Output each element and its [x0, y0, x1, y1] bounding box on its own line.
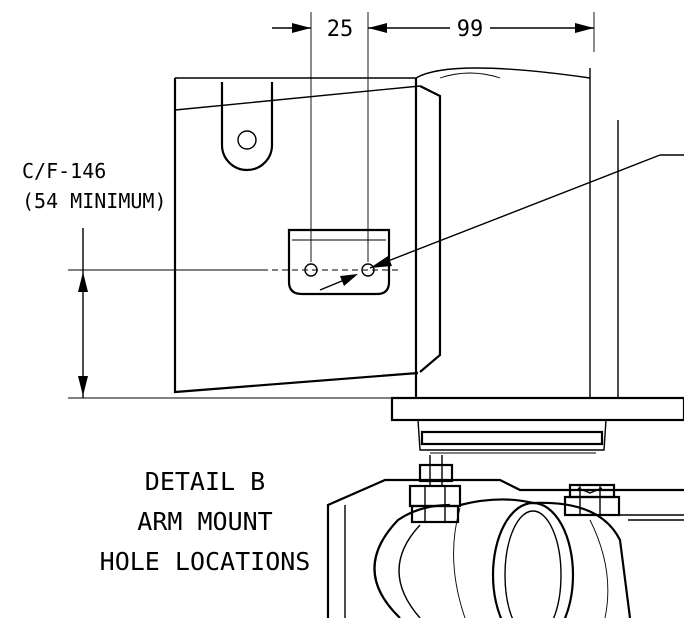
dim-hole-spacing: 25 — [327, 17, 354, 42]
top-dimensions: 25 99 — [272, 12, 595, 262]
detail-label: DETAIL B ARM MOUNT HOLE LOCATIONS — [100, 467, 311, 576]
detail-title: DETAIL B — [145, 467, 265, 496]
upper-lug — [220, 82, 274, 172]
dim-offset: 99 — [457, 17, 484, 42]
arm-mount-panel — [173, 77, 421, 394]
base-plate — [390, 396, 684, 454]
detail-subtitle: ARM MOUNT — [137, 507, 272, 536]
detail-description: HOLE LOCATIONS — [100, 547, 311, 576]
dim-vertical-cf: C/F-146 — [22, 159, 106, 183]
vertical-dimension: C/F-146 (54 MINIMUM) — [22, 159, 395, 399]
dim-vertical-minimum: (54 MINIMUM) — [22, 189, 167, 213]
cylinder-assembly — [326, 478, 684, 618]
leader-line — [319, 154, 684, 291]
mount-bracket — [262, 228, 400, 296]
pivot-column — [414, 67, 619, 398]
upper-lug-hole — [237, 130, 257, 150]
